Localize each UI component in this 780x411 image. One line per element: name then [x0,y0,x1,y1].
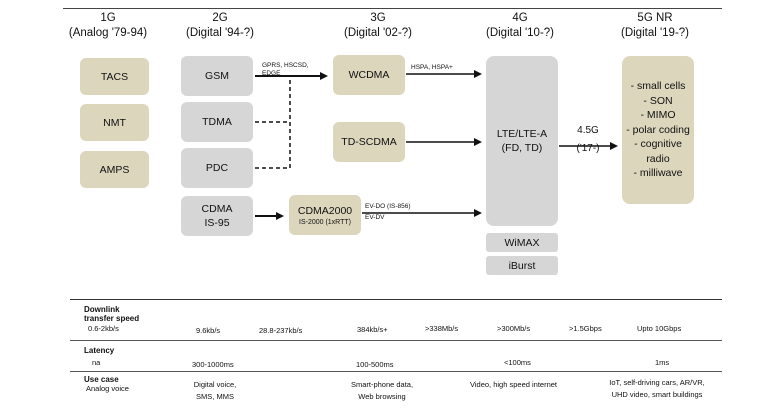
box-nmt-label: NMT [103,116,126,129]
usecase-2g-line2: SMS, MMS [196,392,234,401]
feature-milliwave: - milliwave [633,167,683,180]
downlink-1g: 0.6-2kb/s [88,324,119,333]
box-wimax: WiMAX [486,233,558,252]
box-tdma: TDMA [181,102,253,142]
header-5g-era: (Digital '19-?) [620,27,690,39]
box-lte-label: LTE/LTE-A [496,128,548,140]
row-label-downlink-line1: Downlink [84,305,120,314]
row-label-downlink: Downlink transfer speed [84,305,139,323]
header-2g: 2G (Digital '94-?) [170,11,270,41]
box-lte: LTE/LTE-A (FD, TD) [486,56,558,226]
feature-small-cells: - small cells [630,80,686,93]
label-evdo: EV-DO (IS-856) EV-DV [365,203,411,222]
downlink-5g: Upto 10Gbps [637,324,682,333]
box-cdma2000: CDMA2000 IS-2000 (1xRTT) [289,195,361,235]
latency-1g: na [92,358,101,367]
header-3g-era: (Digital '02-?) [343,27,413,39]
feature-polar-coding: - polar coding [626,123,690,136]
table-rule-top [70,299,722,300]
feature-son: - SON [643,94,673,107]
box-tdma-label: TDMA [202,116,232,128]
table-rule-2 [70,371,722,372]
header-4g-gen: 4G [512,12,528,24]
usecase-5g-line1: IoT, self-driving cars, AR/VR, [609,378,705,387]
box-tdscdma: TD-SCDMA [333,122,405,162]
usecase-3g-line2: Web browsing [358,392,406,401]
box-tdscdma-label: TD-SCDMA [341,136,397,148]
box-cdma-label: CDMA [201,203,233,215]
downlink-4g: >300Mb/s [497,324,531,333]
box-iburst-label: iBurst [508,259,536,272]
label-4-5g: 4.5G ('17-) [568,124,608,156]
box-cdma-sublabel: IS-95 [204,217,230,229]
usecase-1g: Analog voice [86,384,129,393]
label-gprs: GPRS, HSCSD, EDGE [262,62,309,78]
box-cdma2000-label: CDMA2000 [297,204,353,217]
label-4-5g-year: ('17-) [576,143,600,154]
label-evdo-line1: EV-DO (IS-856) [365,203,411,210]
usecase-2g-line1: Digital voice, [193,380,237,389]
downlink-3g-plus: >338Mb/s [425,324,459,333]
usecase-3g: Smart-phone data, Web browsing [337,379,427,403]
box-5g-features: - small cells - SON - MIMO - polar codin… [622,56,694,204]
latency-3g: 100-500ms [356,360,394,369]
latency-5g: 1ms [655,358,670,367]
top-rule [63,8,722,9]
box-wcdma-label: WCDMA [348,69,390,81]
box-gsm-label: GSM [205,70,229,82]
box-pdc: PDC [181,148,253,188]
row-label-usecase: Use case [84,375,119,384]
feature-cognitive: - cognitive [634,138,682,151]
box-wimax-label: WiMAX [504,236,540,249]
header-1g-gen: 1G [100,12,116,24]
downlink-2g-b: 28.8-237kb/s [259,326,303,335]
latency-2g: 300-1000ms [192,360,234,369]
downlink-2g-a: 9.6kb/s [196,326,221,335]
header-5g: 5G NR (Digital '19-?) [605,11,705,41]
box-tacs-label: TACS [100,70,129,83]
header-4g: 4G (Digital '10-?) [470,11,570,41]
feature-mimo: - MIMO [640,109,676,122]
box-amps-label: AMPS [99,163,130,176]
downlink-4-5g: >1.5Gbps [569,324,602,333]
feature-radio: radio [646,152,670,165]
header-2g-gen: 2G [212,12,228,24]
header-5g-gen: 5G NR [637,12,673,24]
box-wcdma: WCDMA [333,55,405,95]
header-2g-era: (Digital '94-?) [185,27,255,39]
usecase-5g-line2: UHD video, smart buildings [611,390,703,399]
header-1g-era: (Analog '79-94) [68,27,148,39]
box-gsm: GSM [181,56,253,96]
header-1g: 1G (Analog '79-94) [58,11,158,41]
box-cdma: CDMA IS-95 [181,196,253,236]
latency-4g: <100ms [504,358,531,367]
label-evdo-line2: EV-DV [365,214,385,221]
header-3g-gen: 3G [370,12,386,24]
label-4-5g-gen: 4.5G [577,125,599,136]
downlink-3g: 384kb/s+ [357,325,388,334]
label-hspa: HSPA, HSPA+ [411,64,453,71]
label-gprs-line1: GPRS, HSCSD, [262,62,309,69]
box-nmt: NMT [80,104,149,141]
row-label-downlink-line2: transfer speed [84,314,140,323]
label-gprs-line2: EDGE [262,70,281,77]
row-label-latency: Latency [84,346,115,355]
box-pdc-label: PDC [205,162,229,174]
usecase-2g: Digital voice, SMS, MMS [180,379,250,403]
usecase-3g-line1: Smart-phone data, [350,380,414,389]
usecase-5g: IoT, self-driving cars, AR/VR, UHD video… [592,377,722,401]
box-cdma2000-sublabel: IS-2000 (1xRTT) [299,218,351,226]
box-tacs: TACS [80,58,149,95]
box-amps: AMPS [80,151,149,188]
box-lte-sublabel: (FD, TD) [501,142,543,154]
header-4g-era: (Digital '10-?) [485,27,555,39]
header-3g: 3G (Digital '02-?) [328,11,428,41]
usecase-4g: Video, high speed internet [470,380,558,389]
box-iburst: iBurst [486,256,558,275]
table-rule-1 [70,340,722,341]
